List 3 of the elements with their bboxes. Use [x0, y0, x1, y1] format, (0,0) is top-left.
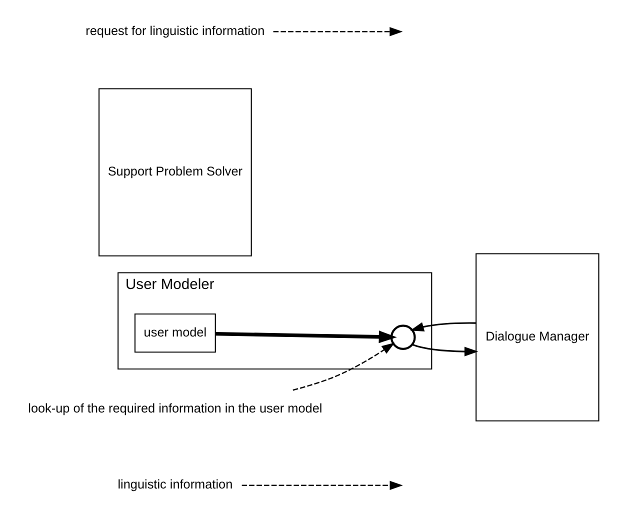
node-text: linguistic information: [117, 478, 232, 492]
node-text: request for linguistic information: [85, 24, 264, 38]
node-text: look-up of the required information in the user model: [28, 401, 322, 416]
